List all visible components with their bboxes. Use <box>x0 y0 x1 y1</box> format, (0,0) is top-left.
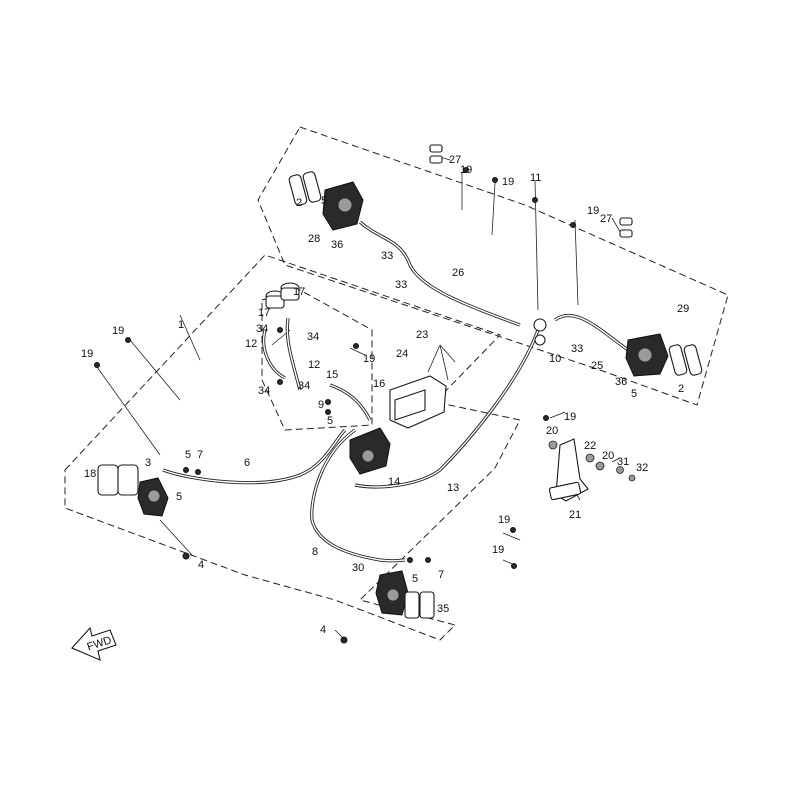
master-cylinder-assembly <box>265 282 447 475</box>
callout-number: 19 <box>587 205 599 217</box>
front-assembly-outline <box>64 254 521 641</box>
callout-number: 4 <box>320 624 326 636</box>
callout-number: 5 <box>321 195 327 207</box>
callout-number: 14 <box>388 476 400 488</box>
callout-number: 35 <box>437 603 449 615</box>
callout-number: 31 <box>617 456 629 468</box>
callout-number: 34 <box>256 323 268 335</box>
callout-number: 23 <box>416 329 428 341</box>
callout-number: 5 <box>631 388 637 400</box>
callout-number: 13 <box>447 482 459 494</box>
callout-number: 33 <box>381 250 393 262</box>
callout-number: 20 <box>602 450 614 462</box>
callout-number: 19 <box>112 325 124 337</box>
assembly-outlines <box>64 126 729 641</box>
callout-number: 33 <box>571 343 583 355</box>
master-cylinder-inner-outline <box>261 289 373 431</box>
callout-number: 19 <box>81 348 93 360</box>
callout-number: 19 <box>363 353 375 365</box>
callout-number: 32 <box>636 462 648 474</box>
callout-number: 5 <box>176 491 182 503</box>
front-left-caliper-assembly <box>97 464 169 517</box>
callout-number: 27 <box>600 213 612 225</box>
callout-number: 5 <box>412 573 418 585</box>
brake-pedal-assembly <box>548 438 636 502</box>
callout-number: 36 <box>615 376 627 388</box>
fwd-arrow: FWD <box>71 626 117 661</box>
callout-number: 3 <box>145 457 151 469</box>
callout-number: 19 <box>564 411 576 423</box>
callout-number: 5 <box>327 415 333 427</box>
callout-number: 4 <box>198 559 204 571</box>
callout-number: 15 <box>326 369 338 381</box>
callout-number: 2 <box>678 383 684 395</box>
callout-number: 34 <box>258 385 270 397</box>
callout-number: 9 <box>318 399 324 411</box>
callout-number: 20 <box>546 425 558 437</box>
brake-hoses <box>162 220 629 563</box>
rear-right-caliper-assembly <box>619 217 703 377</box>
callout-number: 7 <box>438 569 444 581</box>
callout-number: 2 <box>296 197 302 209</box>
callout-labels: 1223445555556778910111212131415161717181… <box>81 154 689 636</box>
callout-number: 34 <box>298 380 310 392</box>
callout-number: 17 <box>293 286 305 298</box>
callout-number: 19 <box>502 176 514 188</box>
callout-number: 27 <box>449 154 461 166</box>
callout-number: 22 <box>584 440 596 452</box>
callout-number: 16 <box>373 378 385 390</box>
leader-lines <box>96 156 623 641</box>
callout-number: 19 <box>492 544 504 556</box>
callout-number: 29 <box>677 303 689 315</box>
callout-number: 8 <box>312 546 318 558</box>
callout-number: 10 <box>549 353 561 365</box>
callout-number: 30 <box>352 562 364 574</box>
callout-number: 36 <box>331 239 343 251</box>
callout-number: 26 <box>452 267 464 279</box>
callout-number: 28 <box>308 233 320 245</box>
callout-number: 25 <box>591 360 603 372</box>
rear-assembly-outline <box>257 126 729 406</box>
callout-number: 24 <box>396 348 408 360</box>
callout-number: 12 <box>308 359 320 371</box>
callout-number: 17 <box>258 307 270 319</box>
callout-number: 11 <box>530 172 541 184</box>
callout-number: 19 <box>460 164 472 176</box>
callout-number: 1 <box>178 319 184 331</box>
rear-left-caliper-assembly <box>288 144 443 231</box>
callout-number: 5 <box>185 449 191 461</box>
callout-number: 33 <box>395 279 407 291</box>
callout-number: 12 <box>245 338 257 350</box>
fittings <box>94 167 576 644</box>
callout-number: 18 <box>84 468 96 480</box>
callout-number: 34 <box>307 331 319 343</box>
callout-number: 19 <box>498 514 510 526</box>
callout-number: 7 <box>197 449 203 461</box>
callout-number: 21 <box>569 509 581 521</box>
callout-number: 6 <box>244 457 250 469</box>
front-right-caliper-assembly <box>375 570 435 619</box>
